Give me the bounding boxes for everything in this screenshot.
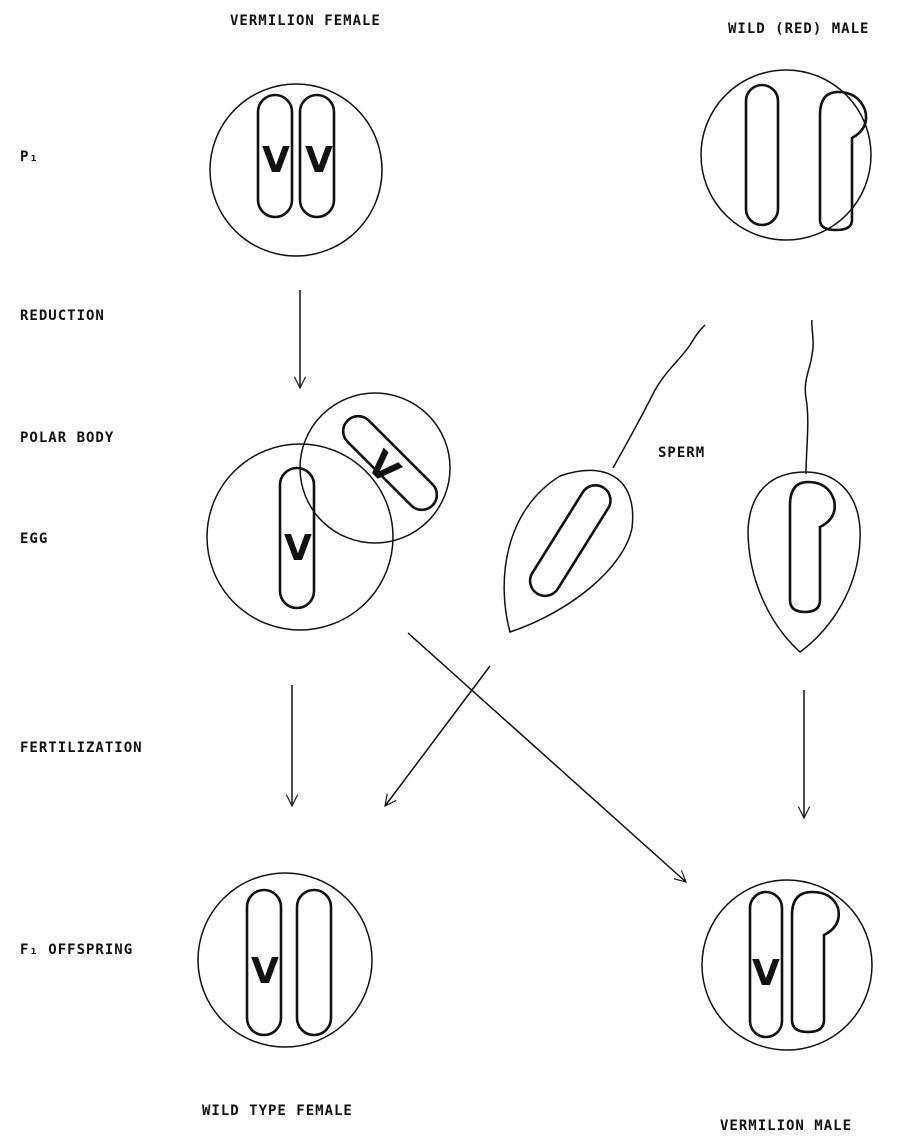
label-wild-type-female: WILD TYPE FEMALE	[202, 1103, 353, 1119]
label-fertilization: FERTILIZATION	[20, 740, 143, 756]
label-vermilion-female: VERMILION FEMALE	[230, 13, 381, 29]
sperm-to-female-arrow	[385, 666, 490, 806]
allele-v: V	[251, 951, 279, 992]
polar-body-cell: V	[300, 393, 450, 543]
allele-v: V	[305, 140, 333, 181]
label-p1: P₁	[20, 149, 39, 165]
label-reduction: REDUCTION	[20, 308, 105, 324]
sperm-tail	[805, 320, 813, 474]
label-sperm: SPERM	[658, 445, 705, 461]
label-f1-offspring: F₁ OFFSPRING	[20, 942, 133, 958]
sperm-y-cell	[748, 320, 860, 652]
allele-v: V	[752, 953, 780, 994]
f1-vermilion-male-cell: V	[702, 880, 872, 1050]
p1-vermilion-female-cell: V V	[210, 84, 382, 256]
label-polar-body: POLAR BODY	[20, 430, 114, 446]
allele-v: V	[262, 140, 290, 181]
label-wild-red-male: WILD (RED) MALE	[728, 21, 869, 37]
f1-wild-type-female-cell: V	[198, 873, 372, 1047]
egg-to-male-arrow	[408, 633, 686, 882]
sperm-x-cell	[504, 325, 705, 632]
label-vermilion-male: VERMILION MALE	[720, 1118, 852, 1134]
p1-wild-male-cell	[701, 70, 871, 240]
label-egg: EGG	[20, 531, 48, 547]
allele-v: V	[284, 528, 312, 569]
